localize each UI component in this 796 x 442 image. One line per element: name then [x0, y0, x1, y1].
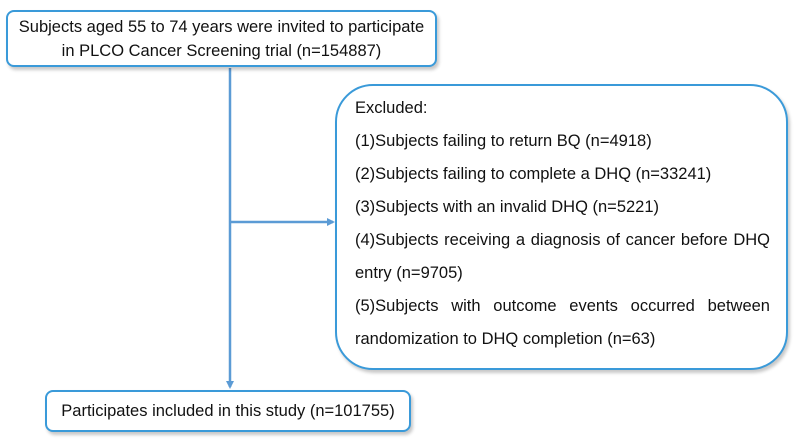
- excluded-item-2: (2)Subjects failing to complete a DHQ (n…: [355, 165, 712, 183]
- invited-subjects-box: Subjects aged 55 to 74 years were invite…: [6, 10, 437, 67]
- excluded-item-3: (3)Subjects with an invalid DHQ (n=5221): [355, 198, 660, 216]
- excluded-item-5-line-1: (5)Subjects with outcome events occurred…: [355, 297, 770, 315]
- excluded-item-1: (1)Subjects failing to return BQ (n=4918…: [355, 132, 652, 150]
- invited-subjects-line-2: in PLCO Cancer Screening trial (n=154887…: [61, 41, 382, 60]
- invited-subjects-line-1: Subjects aged 55 to 74 years were invite…: [18, 17, 425, 36]
- included-participants-box: Participates included in this study (n=1…: [45, 390, 411, 432]
- included-participants-text: Participates included in this study (n=1…: [61, 401, 395, 420]
- excluded-item-4-line-1: (4)Subjects receiving a diagnosis of can…: [355, 231, 770, 249]
- excluded-item-5-line-2: randomization to DHQ completion (n=63): [355, 330, 656, 348]
- excluded-heading: Excluded:: [355, 99, 428, 117]
- excluded-box: Excluded: (1)Subjects failing to return …: [335, 84, 788, 370]
- excluded-item-4-line-2: entry (n=9705): [355, 264, 463, 282]
